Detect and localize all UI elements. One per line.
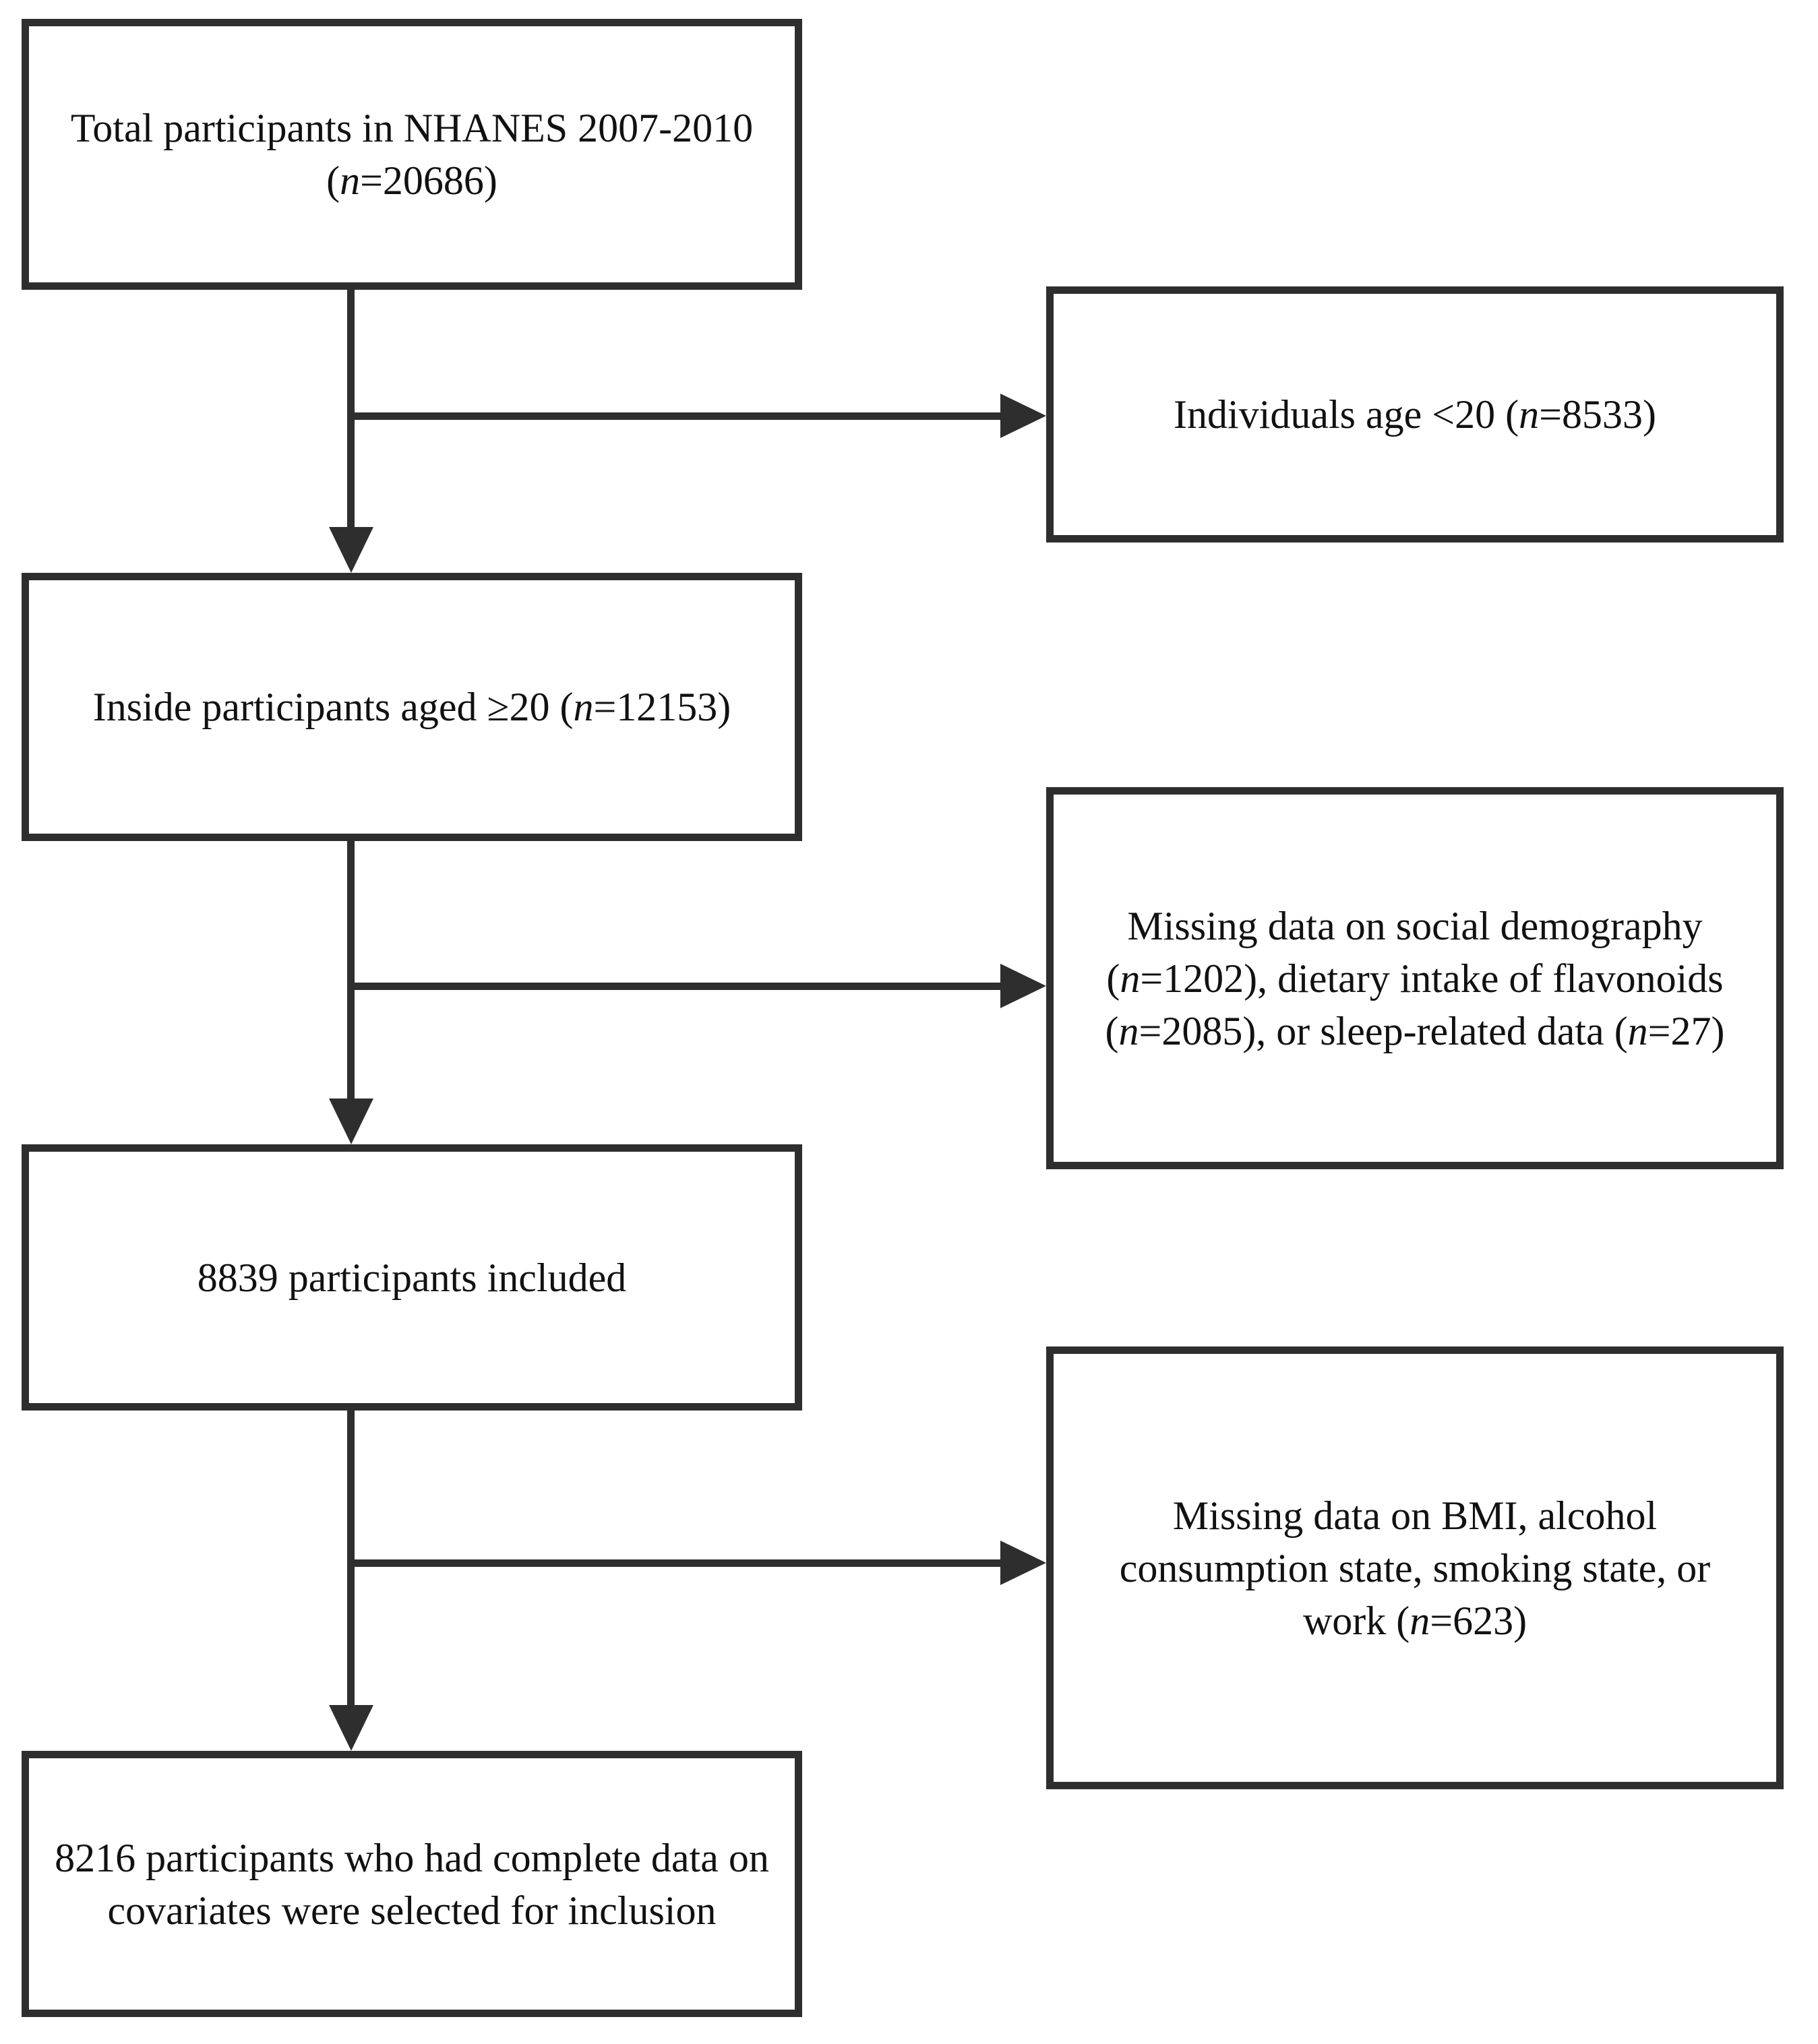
node-aged-20-plus-label: Inside participants aged ≥20 (n=12153) <box>92 685 731 729</box>
node-included-8839: 8839 participants included <box>22 1144 802 1411</box>
arrowhead-down-2-icon <box>329 1098 373 1144</box>
arrowhead-down-3-icon <box>329 1705 373 1751</box>
node-excluded-missing-1-label: Missing data on social demography (n=120… <box>1105 903 1725 1053</box>
connector-horizontal-1 <box>347 412 1021 420</box>
arrowhead-down-1-icon <box>329 527 373 573</box>
connector-vertical-2 <box>347 841 355 1104</box>
node-excluded-age-label: Individuals age <20 (n=8533) <box>1174 392 1656 437</box>
node-included-8839-label: 8839 participants included <box>197 1255 627 1300</box>
node-aged-20-plus: Inside participants aged ≥20 (n=12153) <box>22 573 802 841</box>
arrowhead-right-3-icon <box>1000 1541 1046 1585</box>
connector-horizontal-2 <box>347 983 1021 990</box>
node-final-sample: 8216 participants who had complete data … <box>22 1751 802 2017</box>
connector-vertical-3 <box>347 1411 355 1706</box>
arrowhead-right-2-icon <box>1000 964 1046 1008</box>
node-total-participants: Total participants in NHANES 2007-2010 (… <box>22 19 802 290</box>
node-excluded-missing-1: Missing data on social demography (n=120… <box>1046 787 1784 1169</box>
node-total-participants-label: Total participants in NHANES 2007-2010 (… <box>70 106 754 203</box>
node-excluded-age: Individuals age <20 (n=8533) <box>1046 286 1784 543</box>
connector-horizontal-3 <box>347 1559 1021 1567</box>
arrowhead-right-1-icon <box>1000 394 1046 438</box>
node-excluded-missing-2: Missing data on BMI, alcohol consumption… <box>1046 1346 1784 1789</box>
node-excluded-missing-2-label: Missing data on BMI, alcohol consumption… <box>1119 1493 1711 1643</box>
connector-vertical-1 <box>347 290 355 532</box>
node-final-sample-label: 8216 participants who had complete data … <box>55 1835 769 1933</box>
